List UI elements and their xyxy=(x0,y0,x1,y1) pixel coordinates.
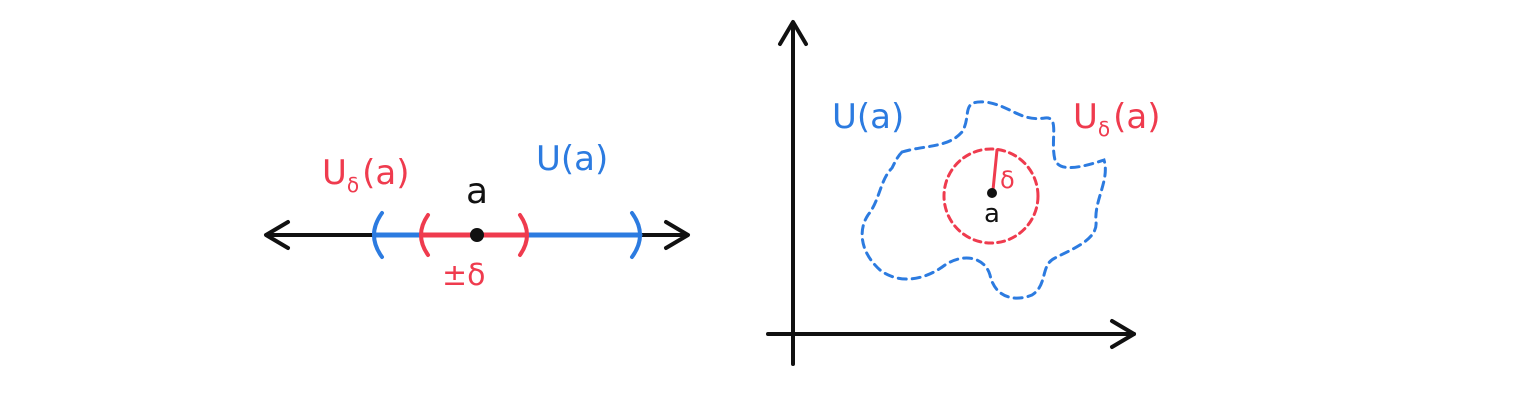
u-delta-label-left: Uδ(a) xyxy=(322,153,410,197)
number-line-left-arrowhead xyxy=(264,220,290,250)
x-axis-arrowhead xyxy=(1110,319,1136,349)
red-left-parenthesis xyxy=(419,213,430,257)
point-a-label-plane: a xyxy=(984,199,1000,229)
point-a-dot-plane xyxy=(987,188,997,198)
blue-neighborhood-boundary xyxy=(860,100,1107,300)
u-delta-tail-right: (a) xyxy=(1113,97,1160,137)
u-a-label-right: U(a) xyxy=(832,97,904,137)
u-delta-subscript-right: δ xyxy=(1098,117,1110,141)
u-delta-tail: (a) xyxy=(362,153,409,193)
delta-radius-line xyxy=(991,148,999,192)
u-delta-label-right: Uδ(a) xyxy=(1073,97,1161,141)
blue-left-parenthesis xyxy=(372,211,384,259)
red-right-parenthesis xyxy=(518,213,529,257)
u-delta-main: U xyxy=(322,153,347,193)
radius-delta-label: δ xyxy=(1000,166,1015,194)
point-a-label: a xyxy=(466,171,488,212)
y-axis-arrowhead xyxy=(778,20,808,46)
u-a-label-left: U(a) xyxy=(536,139,608,179)
red-delta-circle xyxy=(942,147,1040,245)
u-delta-main-right: U xyxy=(1073,97,1098,137)
left-number-line-diagram: a Uδ(a) U(a) ±δ xyxy=(264,139,690,293)
point-a-dot xyxy=(470,228,484,242)
plus-minus-delta-label: ±δ xyxy=(442,258,486,293)
blue-right-parenthesis xyxy=(630,211,642,259)
right-plane-diagram: δ a U(a) Uδ(a) xyxy=(766,20,1161,366)
number-line-right-arrowhead xyxy=(664,220,690,250)
u-delta-subscript: δ xyxy=(347,173,359,197)
